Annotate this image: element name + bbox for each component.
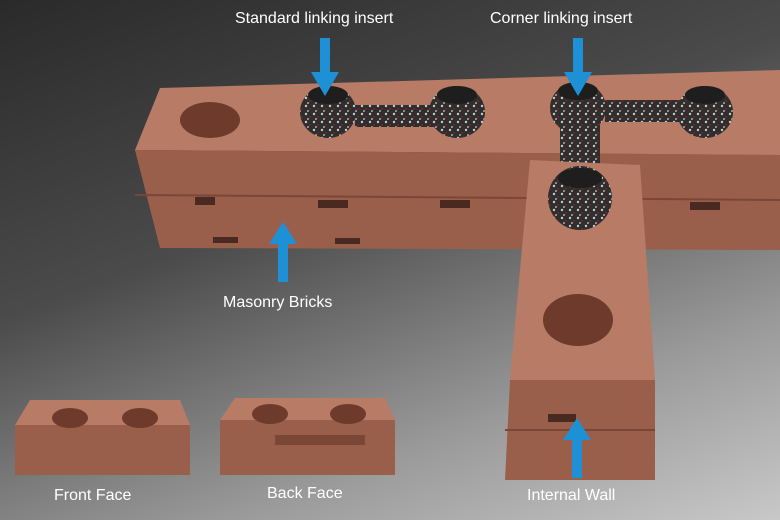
arrow-down-icon (564, 38, 592, 96)
internal-wall-label: Internal Wall (527, 487, 616, 504)
standard-linking-insert-label: Standard linking insert (235, 10, 394, 27)
masonry-bricks-label: Masonry Bricks (223, 294, 333, 311)
corner-linking-insert-label: Corner linking insert (490, 10, 633, 27)
arrow-up-icon (269, 222, 297, 282)
brick-hole (543, 294, 613, 346)
back-face-label: Back Face (267, 485, 343, 502)
arrow-up-icon (563, 418, 591, 478)
front-face-brick (15, 400, 190, 475)
brick-hole (180, 102, 240, 138)
front-face-label: Front Face (54, 487, 132, 504)
standard-linking-insert (300, 86, 485, 138)
arrow-down-icon (311, 38, 339, 96)
back-face-brick (220, 398, 395, 475)
